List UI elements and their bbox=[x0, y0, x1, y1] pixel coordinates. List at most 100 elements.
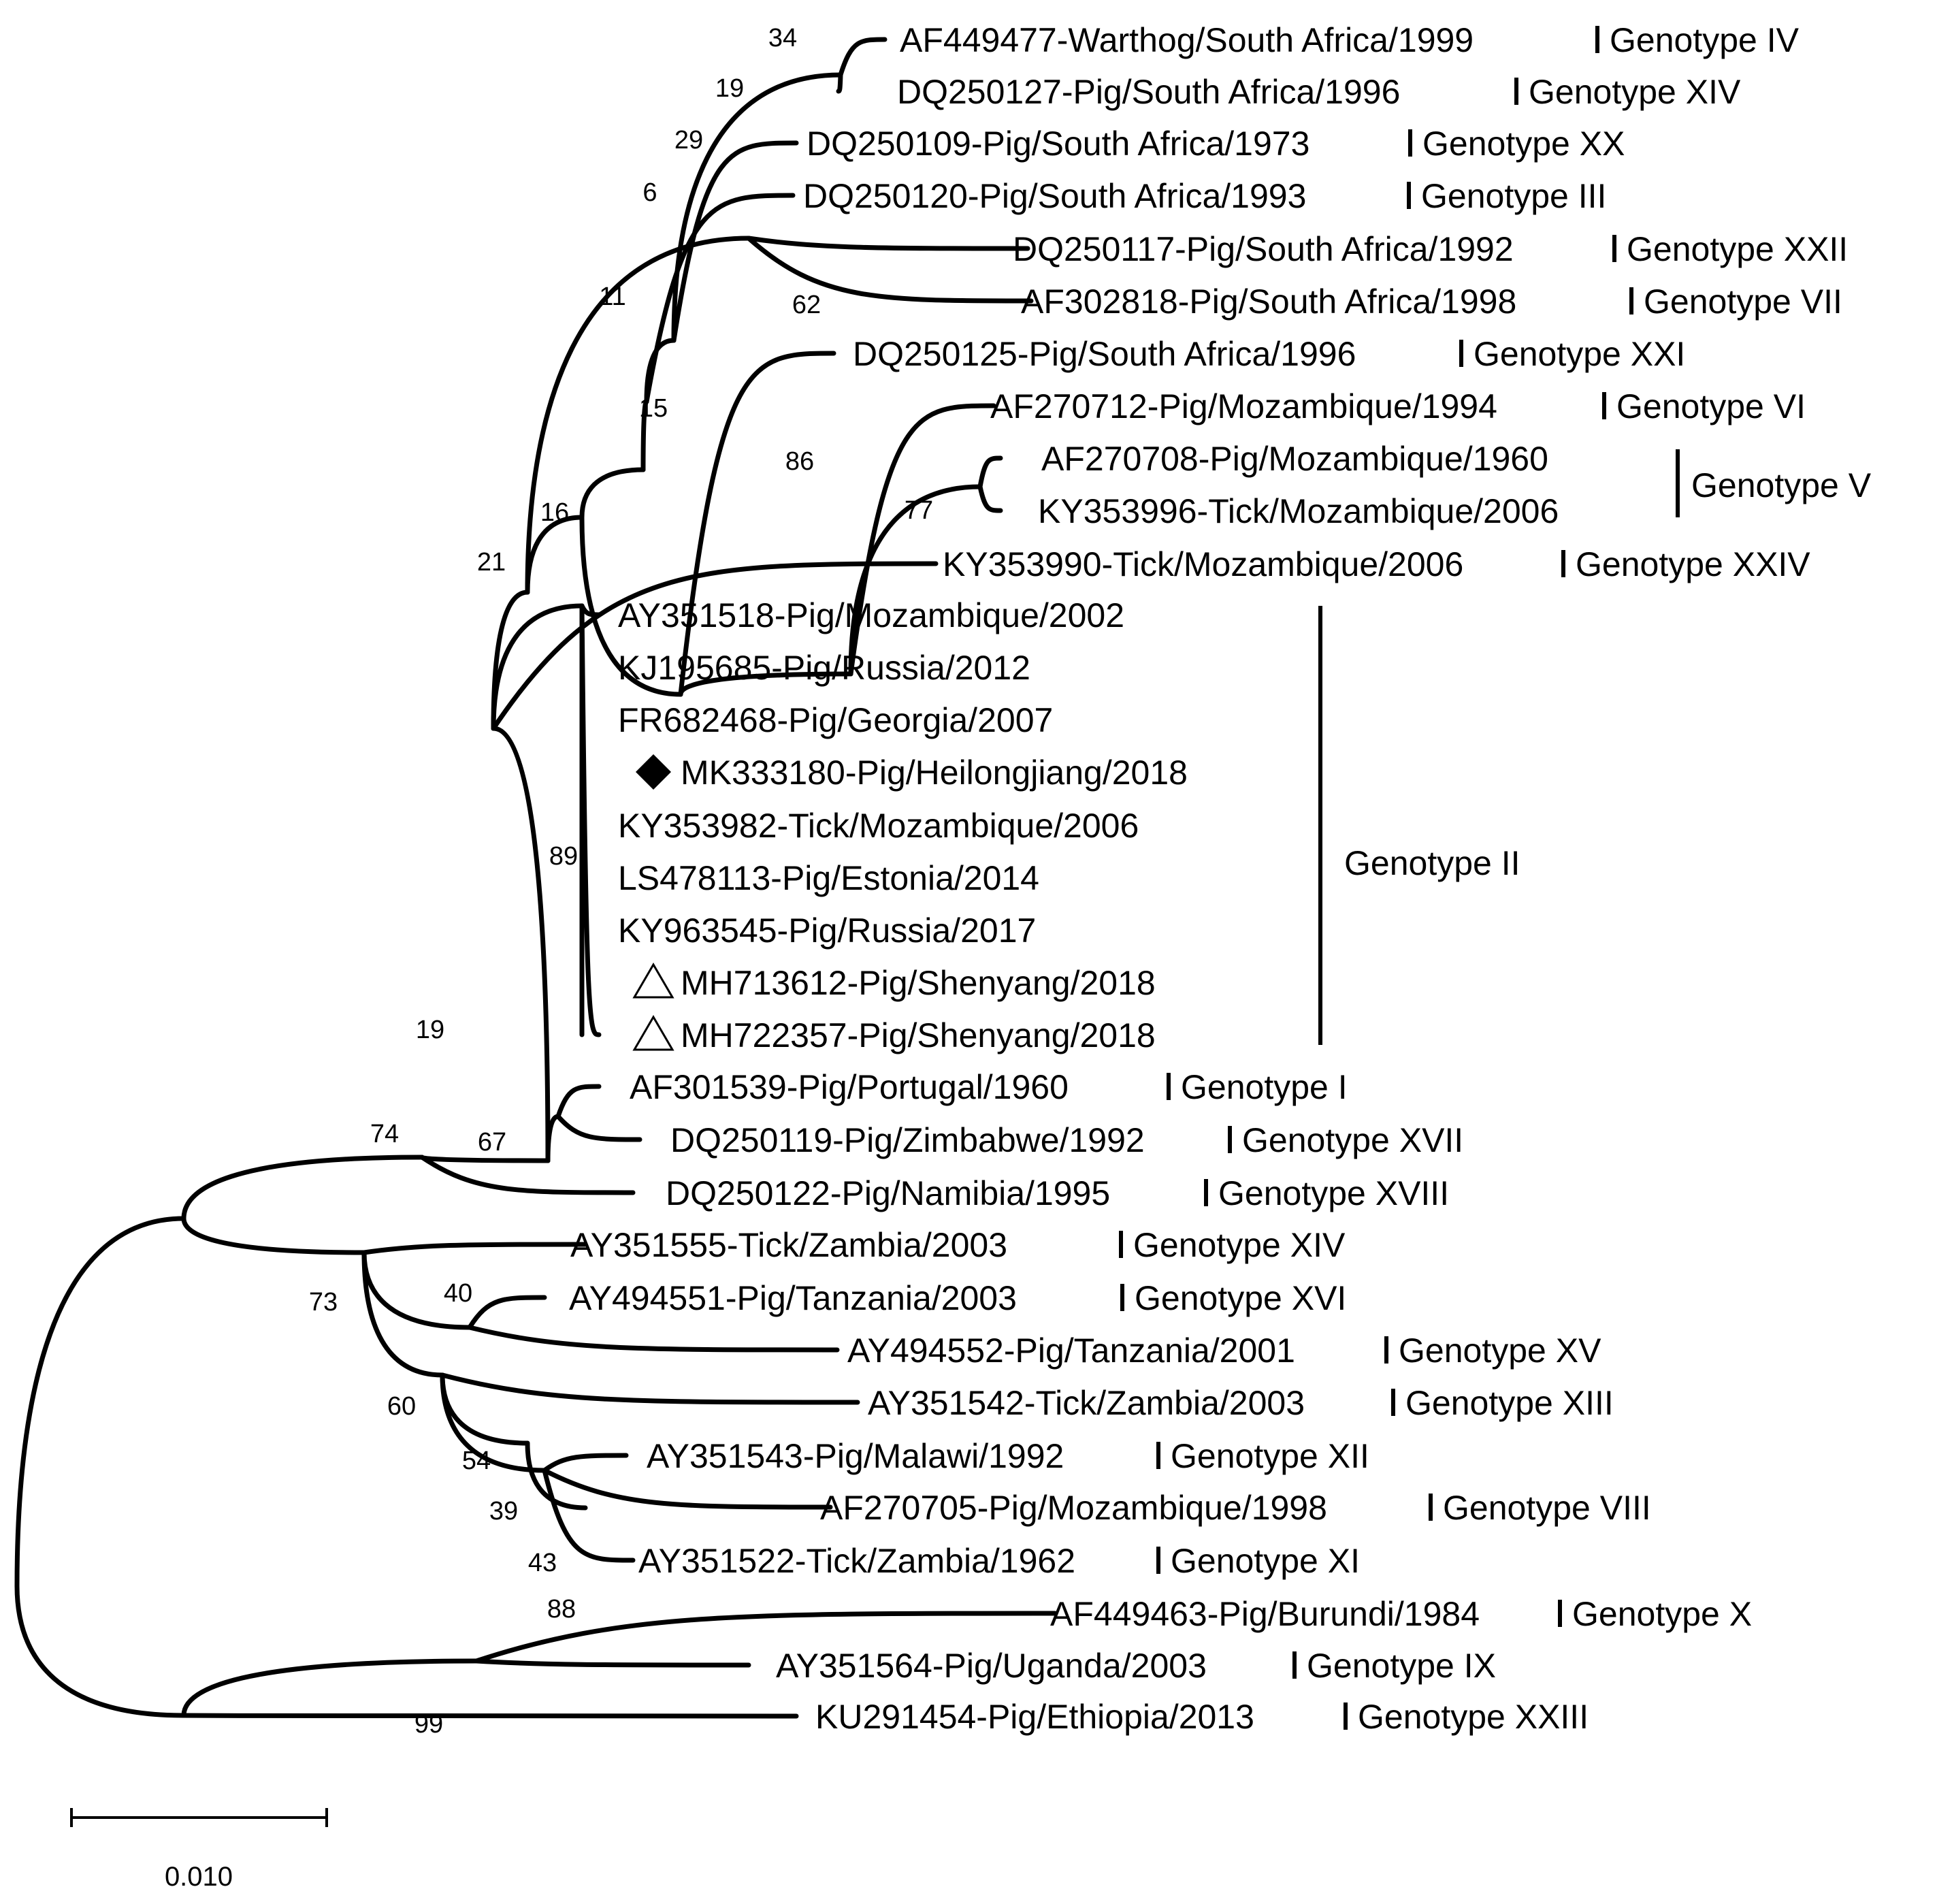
branch-to-node-6 bbox=[579, 467, 646, 520]
taxon-label: AF449477-Warthog/South Africa/1999 bbox=[900, 21, 1474, 59]
taxon-label: AY494552-Pig/Tanzania/2001 bbox=[847, 1332, 1295, 1370]
branch-to-lower-clade bbox=[181, 1216, 367, 1255]
branch-leaf-1 bbox=[838, 37, 888, 78]
genotype-label: Genotype I bbox=[1181, 1068, 1348, 1106]
taxon-label: AF270712-Pig/Mozambique/1994 bbox=[990, 387, 1497, 425]
branch-leaf-5 bbox=[746, 236, 1030, 251]
bootstrap-value: 39 bbox=[489, 1497, 518, 1526]
branch-leaf-30 bbox=[542, 1468, 636, 1563]
genotype-label: Genotype III bbox=[1421, 177, 1606, 215]
branch-leaf-10 bbox=[977, 484, 1003, 513]
genotype-label: Genotype XXIII bbox=[1358, 1698, 1589, 1736]
genotype-label: Genotype XXII bbox=[1627, 230, 1848, 268]
bootstrap-value: 60 bbox=[387, 1392, 416, 1421]
taxon-label: MK333180-Pig/Heilongjiang/2018 bbox=[681, 754, 1188, 792]
branch-leaf-21 bbox=[555, 1084, 602, 1119]
branch-leaf-2 bbox=[836, 72, 843, 94]
bootstrap-value: 15 bbox=[639, 394, 668, 423]
branch-leaf-9 bbox=[977, 455, 1003, 489]
branch-to-node-86 bbox=[678, 671, 853, 697]
bootstrap-value: 21 bbox=[477, 548, 506, 577]
taxon-label: FR682468-Pig/Georgia/2007 bbox=[618, 701, 1053, 739]
branch-leaf-3 bbox=[671, 140, 799, 343]
branch-leaf-25 bbox=[467, 1295, 547, 1330]
bootstrap-value: 29 bbox=[674, 126, 703, 155]
branch-to-node-74 bbox=[419, 1155, 551, 1163]
branch-leaf-28 bbox=[542, 1453, 629, 1473]
taxon-label: KY353996-Tick/Mozambique/2006 bbox=[1038, 492, 1559, 530]
taxon-label: MH722357-Pig/Shenyang/2018 bbox=[681, 1016, 1156, 1054]
genotype-label: Genotype XX bbox=[1422, 125, 1625, 163]
genotype-label: Genotype VIII bbox=[1443, 1489, 1651, 1527]
taxon-label: AY351543-Pig/Malawi/1992 bbox=[647, 1437, 1064, 1475]
taxon-label: DQ250120-Pig/South Africa/1993 bbox=[803, 177, 1306, 215]
bootstrap-value: 74 bbox=[370, 1120, 399, 1148]
branch-to-node-34 bbox=[671, 72, 843, 343]
genotype-label: Genotype XVII bbox=[1242, 1121, 1463, 1159]
tree-branches bbox=[14, 37, 1058, 1719]
genotype-label: Genotype XVIII bbox=[1218, 1174, 1449, 1212]
branch-leaf-4 bbox=[644, 193, 796, 404]
bootstrap-value: 16 bbox=[540, 498, 569, 527]
bootstrap-value: 19 bbox=[715, 74, 744, 103]
bootstrap-value: 40 bbox=[444, 1279, 472, 1308]
branch-to-node-67 bbox=[545, 1114, 561, 1163]
genotype-label: Genotype IX bbox=[1307, 1647, 1496, 1685]
taxon-label: KY353982-Tick/Mozambique/2006 bbox=[618, 807, 1139, 845]
branch-leaf-11 bbox=[491, 561, 939, 731]
bootstrap-value: 99 bbox=[414, 1710, 443, 1739]
branch-to-upper-clade bbox=[181, 1155, 425, 1221]
branch-leaf-33 bbox=[181, 1713, 799, 1719]
bootstrap-value: 89 bbox=[549, 842, 578, 871]
genotype-label: Genotype IV bbox=[1610, 21, 1800, 59]
branch-to-node-39 bbox=[525, 1440, 588, 1511]
taxon-label: DQ250122-Pig/Namibia/1995 bbox=[666, 1174, 1110, 1212]
taxon-label: AY351518-Pig/Mozambique/2002 bbox=[618, 596, 1124, 634]
triangle-marker-icon bbox=[632, 1015, 674, 1051]
genotype-ii-bracket: Genotype II bbox=[1318, 606, 1520, 1045]
taxon-label: LS478113-Pig/Estonia/2014 bbox=[618, 859, 1039, 897]
taxon-label: DQ250109-Pig/South Africa/1973 bbox=[807, 125, 1309, 163]
genotype-label: Genotype XI bbox=[1171, 1542, 1360, 1580]
branch-leaf-6 bbox=[746, 236, 1034, 304]
taxon-label: DQ250117-Pig/South Africa/1992 bbox=[1013, 230, 1514, 268]
genotype-ii-label: Genotype II bbox=[1344, 844, 1520, 882]
branch-to-node-89 bbox=[491, 603, 585, 731]
bootstrap-value: 62 bbox=[792, 291, 821, 319]
branch-leaf-20 bbox=[579, 603, 602, 1037]
bootstrap-value: 86 bbox=[785, 447, 814, 476]
genotype-label: Genotype XIII bbox=[1405, 1384, 1614, 1422]
branch-leaf-29 bbox=[542, 1468, 833, 1510]
branch-leaf-7 bbox=[678, 351, 836, 697]
branch-leaf-26 bbox=[467, 1325, 840, 1353]
taxon-label: MH713612-Pig/Shenyang/2018 bbox=[681, 964, 1156, 1002]
genotype-v-bracket: Genotype V bbox=[1676, 449, 1872, 517]
bootstrap-value: 88 bbox=[547, 1595, 576, 1624]
taxon-label: KY353990-Tick/Mozambique/2006 bbox=[943, 545, 1463, 583]
taxon-label: AF270705-Pig/Mozambique/1998 bbox=[820, 1489, 1327, 1527]
genotype-label: Genotype XIV bbox=[1133, 1226, 1346, 1264]
genotype-label: Genotype XII bbox=[1171, 1437, 1369, 1475]
branch-to-node-11 bbox=[525, 515, 585, 595]
bootstrap-value: 73 bbox=[309, 1288, 338, 1317]
genotype-label: Genotype VI bbox=[1616, 387, 1806, 425]
branch-leaf-24 bbox=[361, 1242, 588, 1255]
taxon-label: DQ250125-Pig/South Africa/1996 bbox=[853, 335, 1356, 373]
taxon-label: AF301539-Pig/Portugal/1960 bbox=[630, 1068, 1069, 1106]
branch-root-lower bbox=[14, 1583, 186, 1718]
taxon-label: AF302818-Pig/South Africa/1998 bbox=[1021, 283, 1516, 321]
taxon-label: DQ250127-Pig/South Africa/1996 bbox=[897, 73, 1400, 111]
genotype-v-label: Genotype V bbox=[1691, 466, 1872, 504]
branch-leaf-23 bbox=[419, 1155, 636, 1195]
bootstrap-value: 67 bbox=[478, 1128, 506, 1157]
taxon-label: AY351522-Tick/Zambia/1962 bbox=[638, 1542, 1075, 1580]
genotype-label: Genotype XVI bbox=[1135, 1279, 1346, 1317]
taxon-label: AF270708-Pig/Mozambique/1960 bbox=[1041, 440, 1548, 478]
branch-to-node-43 bbox=[440, 1372, 547, 1473]
branch-to-node-77 bbox=[848, 484, 983, 677]
branch-to-node-21 bbox=[491, 726, 551, 1163]
genotype-label: Genotype X bbox=[1572, 1595, 1752, 1633]
branch-root-upper bbox=[14, 1216, 186, 1589]
